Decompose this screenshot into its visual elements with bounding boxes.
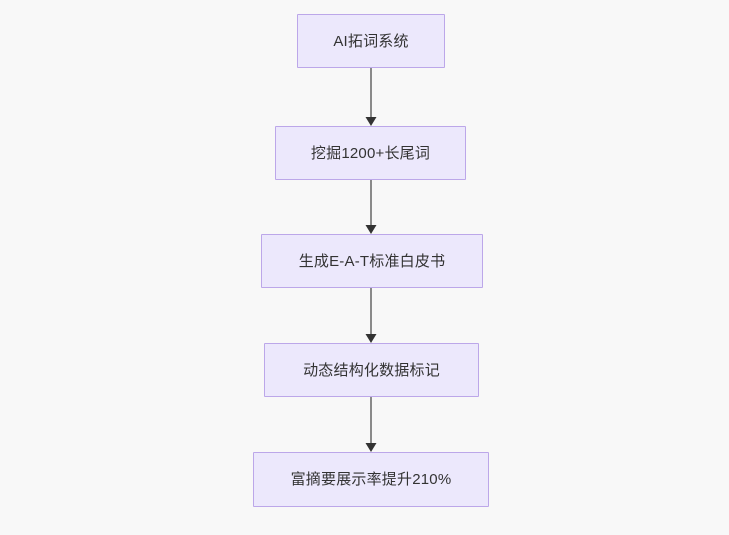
- flowchart-node-ai-keyword-system[interactable]: AI拓词系统: [297, 14, 445, 68]
- edge-n2-n3: [365, 180, 377, 234]
- flowchart-node-mine-longtail-keywords[interactable]: 挖掘1200+长尾词: [275, 126, 466, 180]
- flowchart-node-generate-eat-whitepaper[interactable]: 生成E-A-T标准白皮书: [261, 234, 483, 288]
- flowchart-node-rich-snippet-impression-uplift[interactable]: 富摘要展示率提升210%: [253, 452, 489, 507]
- edge-n3-n4: [365, 288, 377, 343]
- edge-n4-n5: [365, 397, 377, 452]
- edge-n1-n2: [365, 68, 377, 126]
- flowchart-node-dynamic-structured-data-markup[interactable]: 动态结构化数据标记: [264, 343, 479, 397]
